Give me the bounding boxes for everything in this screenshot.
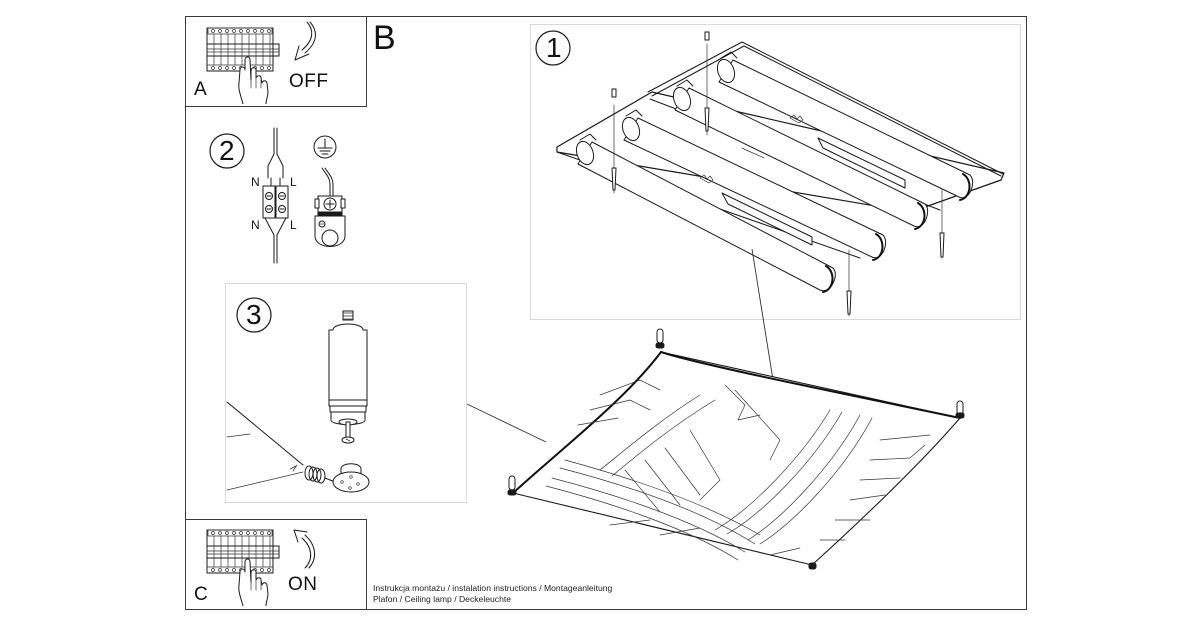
step-3-panel [225,283,467,503]
step-a-letter: A [194,79,207,100]
earth-wire [321,167,334,196]
off-label: OFF [289,71,329,92]
lamp-tube-icon [328,310,368,444]
earth-terminal-icon [314,195,346,247]
wire-label-l-top: L [290,175,297,189]
breaker-panel-c [206,529,280,574]
wire-label-n-top: N [251,175,260,189]
lampshade-outline [512,351,961,566]
hand-a [238,56,269,105]
protective-earth-icon [313,135,337,159]
leader-step1-to-shade [751,248,774,381]
step-c-box [185,519,367,610]
supply-wires [267,127,284,187]
on-label: ON [288,574,318,595]
tube-clips [579,51,971,293]
leader-step3-to-shade [466,403,547,443]
step-b-letter: B [373,19,396,57]
wire-label-n-bottom: N [251,218,260,232]
lamp-wires [264,217,287,264]
arrow-up-icon [293,529,315,569]
wire-label-l-bottom: L [290,218,297,232]
step-1-panel [530,24,1021,320]
step-2-number-circle [209,133,245,169]
lampshade-pattern [545,379,931,561]
step-3-number-circle [236,297,272,333]
step-3-number: 3 [246,299,262,330]
ceiling-socket-icon [332,463,370,493]
ballast-boxes [699,114,906,246]
shade-mounting-pins [507,328,965,570]
light-tubes [575,58,974,292]
product-name: Plafon / Ceiling lamp / Deckeleuchte [373,594,512,604]
document-title: Instrukcja montażu / instalation instruc… [373,583,613,593]
mounting-screws [611,31,945,317]
terminal-block-icon [262,185,289,219]
outer-frame [185,16,1027,610]
step-2-number: 2 [219,135,235,166]
arrow-down-icon [294,21,316,61]
step-c-letter: C [194,584,208,605]
step-1-number: 1 [546,32,562,63]
document-caption: Instrukcja montażu / instalation instruc… [373,583,612,605]
step-a-box [185,16,367,107]
hand-c [238,558,269,607]
breaker-panel-a [206,27,280,72]
step-1-number-circle [535,30,571,66]
